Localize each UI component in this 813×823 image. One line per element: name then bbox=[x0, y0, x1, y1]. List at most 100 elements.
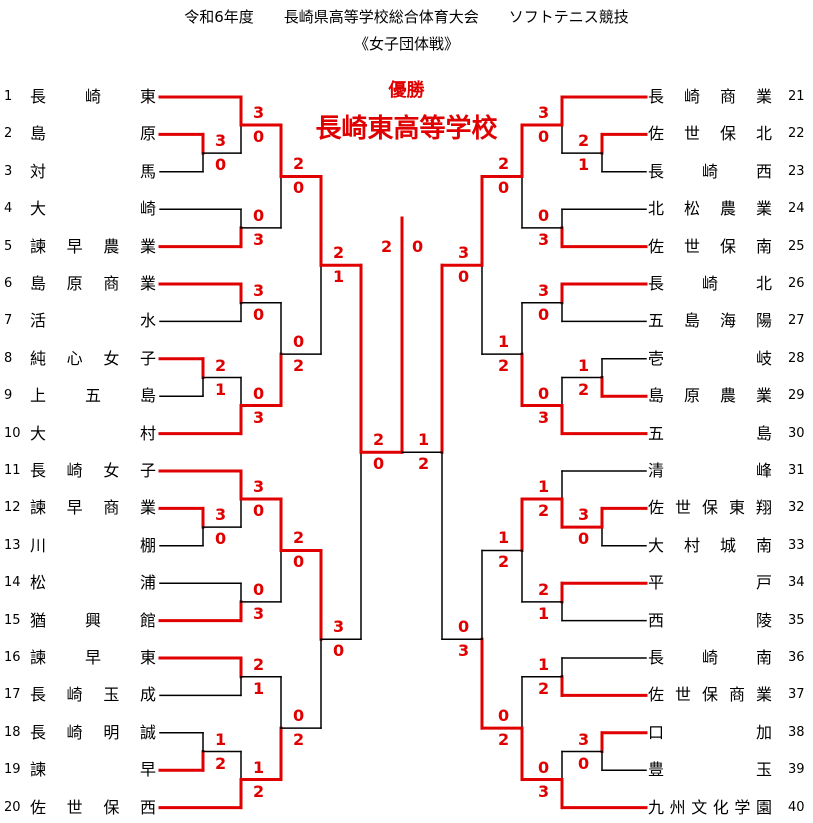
match-score-bottom: 0 bbox=[293, 178, 305, 198]
team-name: 純心女子 bbox=[30, 348, 156, 368]
team-name: 口加 bbox=[648, 722, 772, 742]
team-name: 長崎東 bbox=[30, 87, 156, 106]
match-score-bottom: 0 bbox=[293, 552, 305, 572]
team-name: 大崎 bbox=[30, 199, 156, 219]
team-number: 4 bbox=[4, 201, 13, 217]
match-score-top: 2 bbox=[253, 654, 265, 674]
match-score-top: 2 bbox=[293, 528, 305, 548]
match-score-bottom: 3 bbox=[538, 229, 550, 249]
team-number: 24 bbox=[788, 201, 805, 217]
team-number: 33 bbox=[788, 537, 805, 553]
team-number: 13 bbox=[4, 537, 21, 553]
match-score-bottom: 3 bbox=[538, 407, 550, 427]
match-score-bottom: 3 bbox=[458, 641, 470, 661]
match-score-top: 1 bbox=[538, 654, 550, 674]
match-score-top: 3 bbox=[215, 131, 227, 151]
match-score-top: 3 bbox=[253, 477, 265, 497]
match-score-bottom: 1 bbox=[333, 267, 345, 287]
team-number: 9 bbox=[4, 388, 13, 404]
match-score-top: 1 bbox=[498, 332, 510, 352]
team-number: 27 bbox=[788, 313, 805, 329]
team-name: 佐世保北 bbox=[648, 124, 772, 144]
match-score-bottom: 2 bbox=[498, 552, 510, 572]
match-score-top: 1 bbox=[215, 729, 227, 749]
match-score-bottom: 1 bbox=[253, 678, 265, 698]
team-name: 対馬 bbox=[30, 161, 156, 181]
team-number: 36 bbox=[788, 650, 805, 665]
team-number: 8 bbox=[4, 350, 13, 366]
team-number: 3 bbox=[4, 163, 13, 179]
team-name: 北松農業 bbox=[648, 199, 772, 219]
match-score-bottom: 0 bbox=[458, 267, 470, 287]
team-number: 21 bbox=[788, 89, 805, 104]
team-name: 大村城南 bbox=[648, 535, 772, 555]
team-number: 29 bbox=[788, 388, 805, 404]
team-number: 25 bbox=[788, 238, 805, 254]
team-name: 大村 bbox=[30, 423, 156, 443]
match-score-top: 3 bbox=[578, 729, 590, 749]
team-name: 諫早 bbox=[30, 760, 156, 780]
match-score-bottom: 2 bbox=[418, 454, 430, 474]
match-score-top: 0 bbox=[458, 617, 470, 637]
match-score-top: 0 bbox=[498, 706, 510, 726]
match-score-bottom: 1 bbox=[538, 603, 550, 623]
team-name: 諫早商業 bbox=[30, 498, 156, 518]
team-number: 12 bbox=[4, 500, 21, 516]
team-name: 松浦 bbox=[30, 573, 156, 593]
match-score-top: 3 bbox=[578, 505, 590, 525]
team-name: 清峰 bbox=[648, 461, 772, 480]
match-score-top: 1 bbox=[578, 355, 590, 375]
team-name: 長崎北 bbox=[648, 274, 772, 293]
match-score-bottom: 0 bbox=[578, 753, 590, 773]
match-score-top: 1 bbox=[498, 528, 510, 548]
team-number: 16 bbox=[4, 650, 21, 665]
match-score-bottom: 2 bbox=[538, 501, 550, 521]
match-score-top: 3 bbox=[215, 505, 227, 525]
team-name: 壱岐 bbox=[648, 348, 772, 368]
match-score-top: 3 bbox=[458, 243, 470, 263]
match-score-bottom: 0 bbox=[253, 127, 265, 147]
page-title: 令和6年度 長崎県高等学校総合体育大会 ソフトテニス競技 bbox=[184, 8, 629, 26]
team-name: 島原商業 bbox=[30, 274, 156, 293]
team-name: 長崎女子 bbox=[30, 461, 156, 480]
team-name: 五島海陽 bbox=[648, 311, 772, 331]
team-name: 九州文化学園 bbox=[648, 797, 772, 817]
team-name: 佐世保商業 bbox=[648, 685, 772, 705]
team-name: 長崎明誠 bbox=[30, 722, 156, 742]
match-score-bottom: 0 bbox=[333, 641, 345, 661]
match-score-bottom: 2 bbox=[293, 730, 305, 750]
match-score-top: 3 bbox=[333, 617, 345, 637]
team-number: 37 bbox=[788, 687, 805, 703]
match-score-bottom: 3 bbox=[253, 603, 265, 623]
match-score-top: 2 bbox=[498, 154, 510, 174]
match-score-top: 2 bbox=[578, 131, 590, 151]
match-score-bottom: 3 bbox=[253, 229, 265, 249]
match-score-bottom: 1 bbox=[578, 155, 590, 175]
page-subtitle: 《女子団体戦》 bbox=[353, 35, 459, 53]
team-number: 14 bbox=[4, 575, 21, 591]
team-number: 15 bbox=[4, 612, 21, 628]
match-score-top: 3 bbox=[253, 280, 265, 300]
team-number: 11 bbox=[4, 463, 21, 478]
team-name: 長崎玉成 bbox=[30, 685, 156, 705]
match-score-bottom: 0 bbox=[538, 304, 550, 324]
team-name: 豊玉 bbox=[648, 760, 772, 780]
match-score-top: 3 bbox=[538, 280, 550, 300]
match-score-bottom: 2 bbox=[538, 678, 550, 698]
match-score-bottom: 0 bbox=[538, 127, 550, 147]
team-name: 上五島 bbox=[30, 386, 156, 406]
team-number: 22 bbox=[788, 126, 805, 142]
team-name: 五島 bbox=[648, 423, 772, 443]
match-score-bottom: 2 bbox=[578, 379, 590, 399]
match-score-bottom: 0 bbox=[215, 155, 227, 175]
match-score-top: 3 bbox=[253, 103, 265, 123]
team-number: 6 bbox=[4, 276, 13, 291]
final-score-left: 2 bbox=[381, 237, 393, 256]
team-name: 島原農業 bbox=[648, 386, 772, 406]
champion-name: 長崎東高等学校 bbox=[315, 114, 498, 144]
match-score-bottom: 1 bbox=[215, 379, 227, 399]
match-score-bottom: 0 bbox=[215, 529, 227, 549]
team-name: 活水 bbox=[30, 311, 156, 331]
